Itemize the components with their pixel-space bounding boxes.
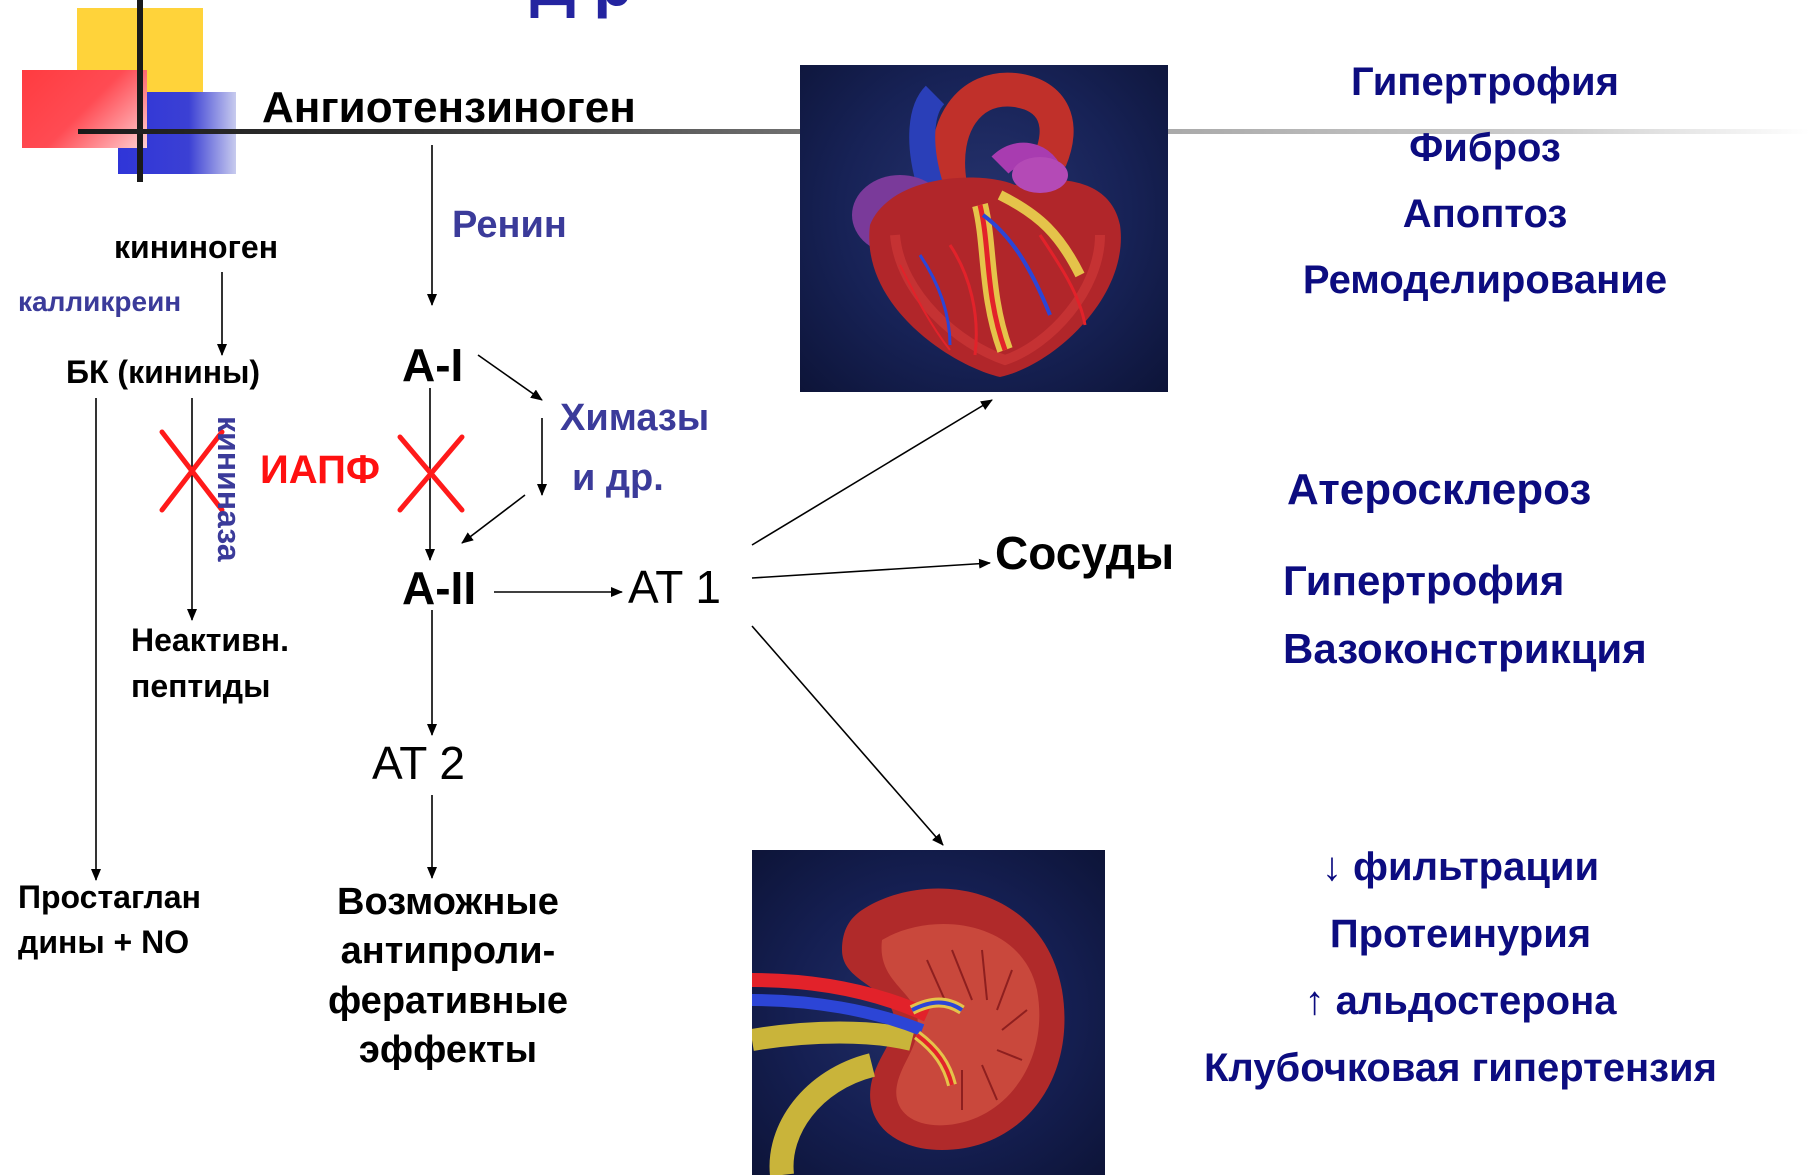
iapf-label: ИАПФ — [260, 448, 380, 492]
kidney-effects-list: ↓ фильтрации Протеинурия ↑ альдостерона … — [1168, 845, 1753, 1113]
arrow-a1-to-chymase — [478, 355, 542, 400]
renin-label: Ренин — [452, 205, 567, 247]
inhibition-x-ace — [400, 437, 462, 510]
a2-label: A-II — [402, 563, 476, 614]
heart-effect-item: Ремоделирование — [1240, 258, 1730, 324]
a1-label: A-I — [402, 340, 463, 391]
heart-effect-item: Фиброз — [1240, 126, 1730, 192]
kidney-effect-item: ↑ альдостерона — [1168, 979, 1753, 1046]
vessels-label: Сосуды — [995, 528, 1174, 579]
kallikrein-label: калликреин — [18, 287, 181, 318]
at2-effects-line: феративные — [300, 977, 596, 1026]
prostaglandins-label-line1: Простаглан — [18, 880, 201, 915]
kininogen-label: кининоген — [114, 230, 278, 265]
heart-icon — [800, 65, 1168, 392]
kidney-effect-item: Протеинурия — [1168, 912, 1753, 979]
vessel-effect-item: Атеросклероз — [1287, 466, 1591, 514]
at2-effects-line: антипроли- — [300, 927, 596, 976]
arrow-chymase-to-a2 — [462, 495, 525, 543]
prostaglandins-label-line2: дины + NO — [18, 925, 189, 960]
at2-label: AT 2 — [372, 738, 465, 789]
at2-effects-line: Возможные — [300, 878, 596, 927]
at2-effects-line: эффекты — [300, 1026, 596, 1075]
inactive-peptides-label-line1: Неактивн. — [131, 623, 289, 658]
bk-kinins-label: БК (кинины) — [66, 355, 260, 390]
kidney-effect-item: ↓ фильтрации — [1168, 845, 1753, 912]
kidney-illustration — [752, 850, 1105, 1175]
arrow-at1-to-heart — [752, 400, 992, 545]
chymase-label-line1: Химазы — [560, 398, 709, 440]
arrow-at1-to-kidney — [752, 626, 943, 845]
angiotensinogen-label: Ангиотензиноген — [262, 84, 636, 132]
vessel-effect-item: Вазоконстрикция — [1283, 626, 1647, 672]
kininase-label: кининаза — [211, 416, 246, 561]
at1-label: AT 1 — [628, 562, 721, 613]
at2-effects-text: Возможные антипроли- феративные эффекты — [300, 878, 596, 1076]
kidney-effect-item: Клубочковая гипертензия — [1168, 1046, 1753, 1113]
heart-effect-item: Гипертрофия — [1240, 60, 1730, 126]
kidney-icon — [752, 850, 1105, 1175]
heart-effect-item: Апоптоз — [1240, 192, 1730, 258]
inactive-peptides-label-line2: пептиды — [131, 669, 270, 704]
arrow-at1-to-vessels — [752, 563, 990, 578]
heart-effects-list: Гипертрофия Фиброз Апоптоз Ремоделирован… — [1240, 60, 1730, 324]
heart-illustration — [800, 65, 1168, 392]
vessel-effect-item: Гипертрофия — [1283, 558, 1564, 604]
chymase-label-line2: и др. — [572, 458, 664, 500]
